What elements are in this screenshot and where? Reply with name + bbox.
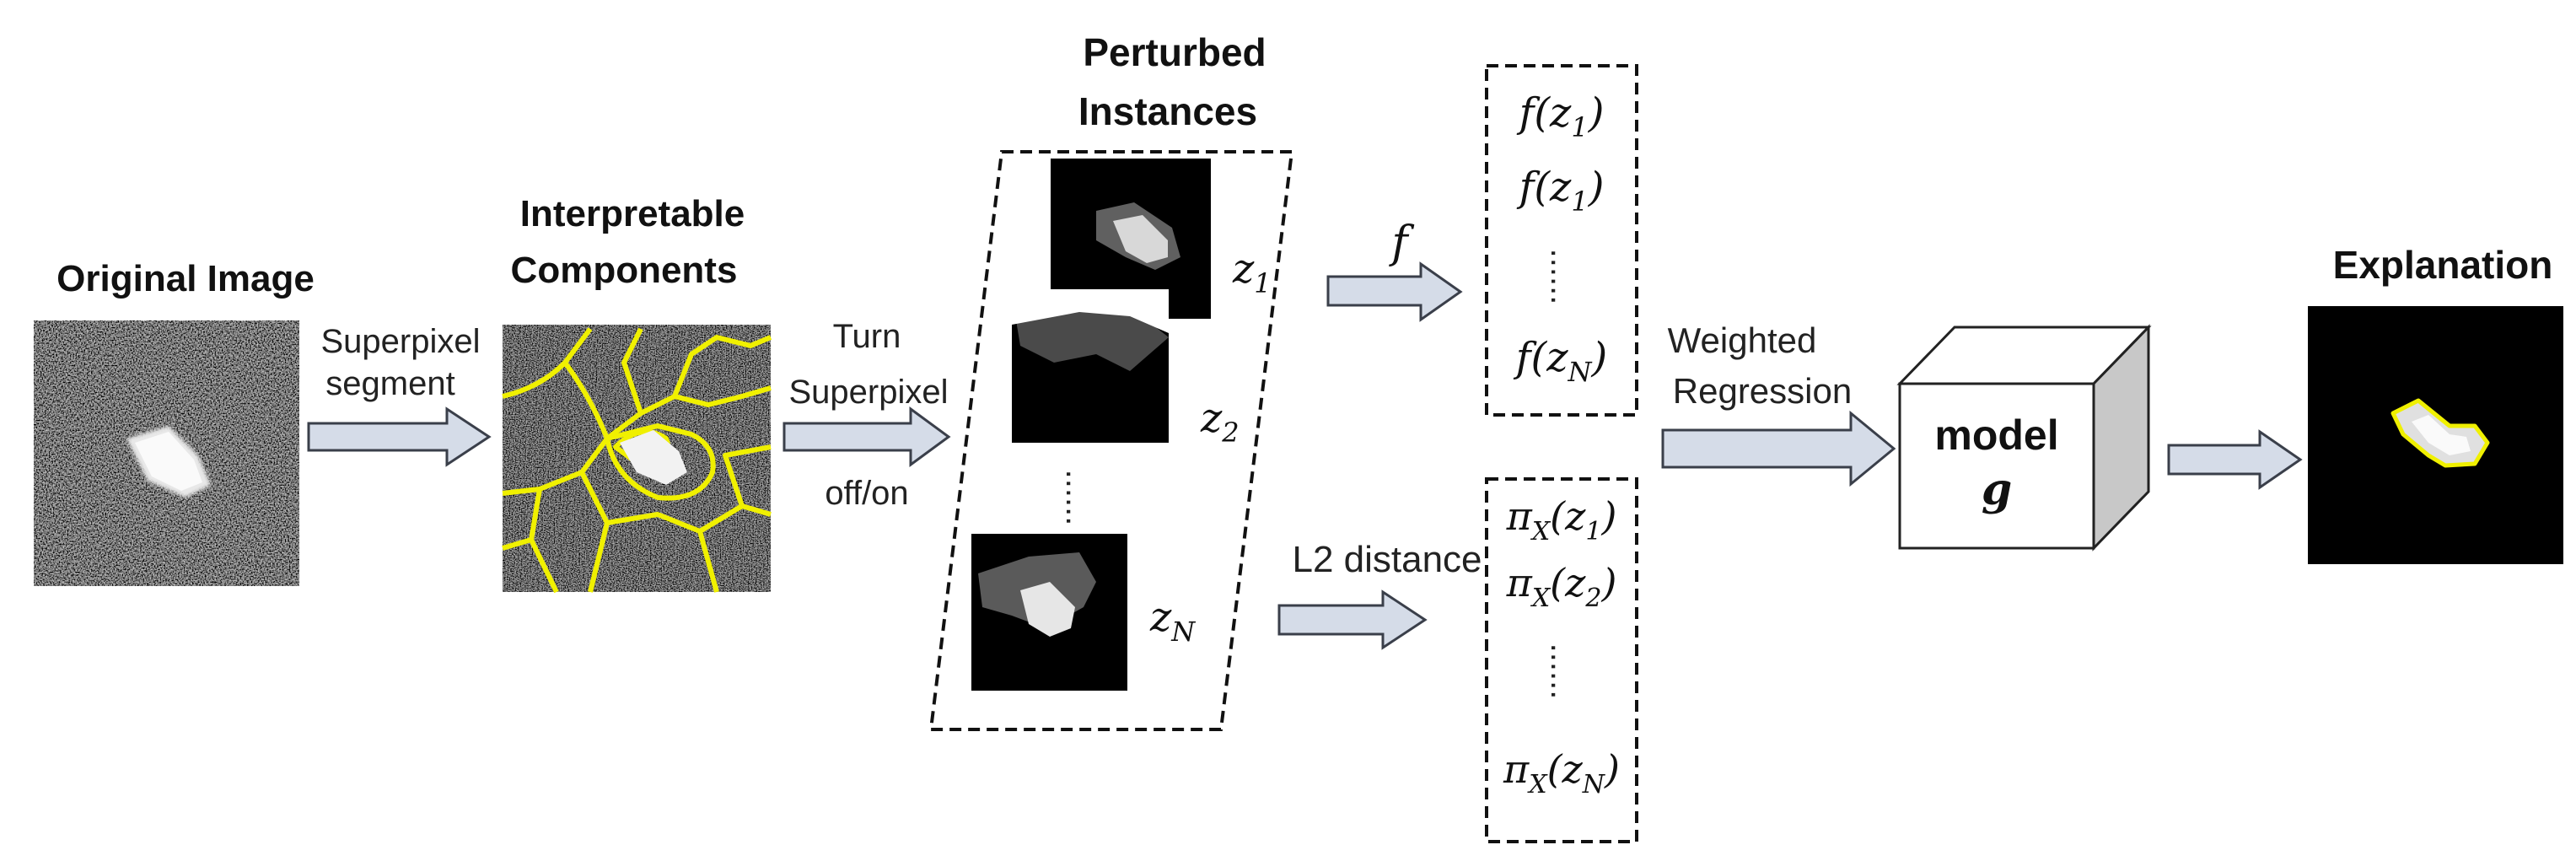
model-g-label: g xyxy=(1982,464,2012,515)
perturbed-instances-frame xyxy=(928,150,1294,731)
original-image-title: Original Image xyxy=(56,258,315,299)
instance-label-z1: z1 xyxy=(1232,245,1272,299)
interpretable-title-1: Interpretable xyxy=(520,193,745,234)
pi-outputs-box xyxy=(1485,477,1638,843)
pi-output-1: πX(z1) xyxy=(1506,493,1617,546)
svg-text:πX(z1): πX(z1) xyxy=(1506,493,1617,546)
superpixel-label-2: segment xyxy=(325,365,454,402)
svg-text:f(z1): f(z1) xyxy=(1517,164,1605,218)
perturbed-title-1: Perturbed xyxy=(1083,30,1266,74)
f-output-1: f(z1) xyxy=(1517,89,1605,143)
arrow-f xyxy=(1326,261,1463,322)
svg-text:πX(z2): πX(z2) xyxy=(1506,560,1617,613)
svg-text:f(z1): f(z1) xyxy=(1517,89,1605,143)
perturbed-title-2: Instances xyxy=(1078,89,1257,133)
turn-label-2: Superpixel xyxy=(788,374,948,411)
arrow-explanation xyxy=(2167,429,2303,490)
pi-output-n: πX(zN) xyxy=(1503,746,1620,799)
perturbed-instance-2 xyxy=(1012,289,1169,443)
weighted-label-1: Weighted xyxy=(1668,320,1817,360)
arrow-weighted-regression xyxy=(1661,410,1896,487)
superpixel-label-1: Superpixel xyxy=(320,323,480,360)
f-output-2: f(z1) xyxy=(1517,164,1605,218)
svg-text:f(zN): f(zN) xyxy=(1514,334,1608,388)
model-label: model xyxy=(1934,412,2058,459)
f-outputs-box xyxy=(1485,64,1638,417)
arrow-turn-superpixel xyxy=(782,406,951,467)
interpretable-title-2: Components xyxy=(511,250,738,291)
interpretable-components-image xyxy=(502,325,772,594)
explanation-image xyxy=(2308,306,2563,564)
svg-text:zN: zN xyxy=(1149,594,1196,648)
model-cube: model g xyxy=(1896,324,2152,552)
turn-label-1: Turn xyxy=(833,318,901,355)
weighted-label-2: Regression xyxy=(1673,371,1852,411)
explanation-title: Explanation xyxy=(2333,243,2553,287)
arrow-superpixel xyxy=(307,406,492,467)
svg-text:z1: z1 xyxy=(1232,245,1272,299)
arrow-l2 xyxy=(1277,589,1428,650)
l2-distance-label: L2 distance xyxy=(1292,539,1482,580)
ellipsis-f-outputs: ...... xyxy=(1544,249,1581,305)
pi-output-2: πX(z2) xyxy=(1506,560,1617,613)
turn-label-3: off/on xyxy=(825,475,908,512)
original-image xyxy=(34,320,299,586)
ellipsis-instances: ...... xyxy=(1059,470,1096,526)
f-arrow-label: f xyxy=(1388,218,1414,268)
instance-label-z2: z2 xyxy=(1200,395,1240,449)
instance-label-zn: zN xyxy=(1149,594,1196,648)
ellipsis-pi-outputs: ...... xyxy=(1544,643,1581,700)
svg-text:πX(zN): πX(zN) xyxy=(1503,746,1620,799)
perturbed-instance-n xyxy=(971,534,1127,691)
f-output-n: f(zN) xyxy=(1514,334,1608,388)
svg-text:z2: z2 xyxy=(1200,395,1240,449)
